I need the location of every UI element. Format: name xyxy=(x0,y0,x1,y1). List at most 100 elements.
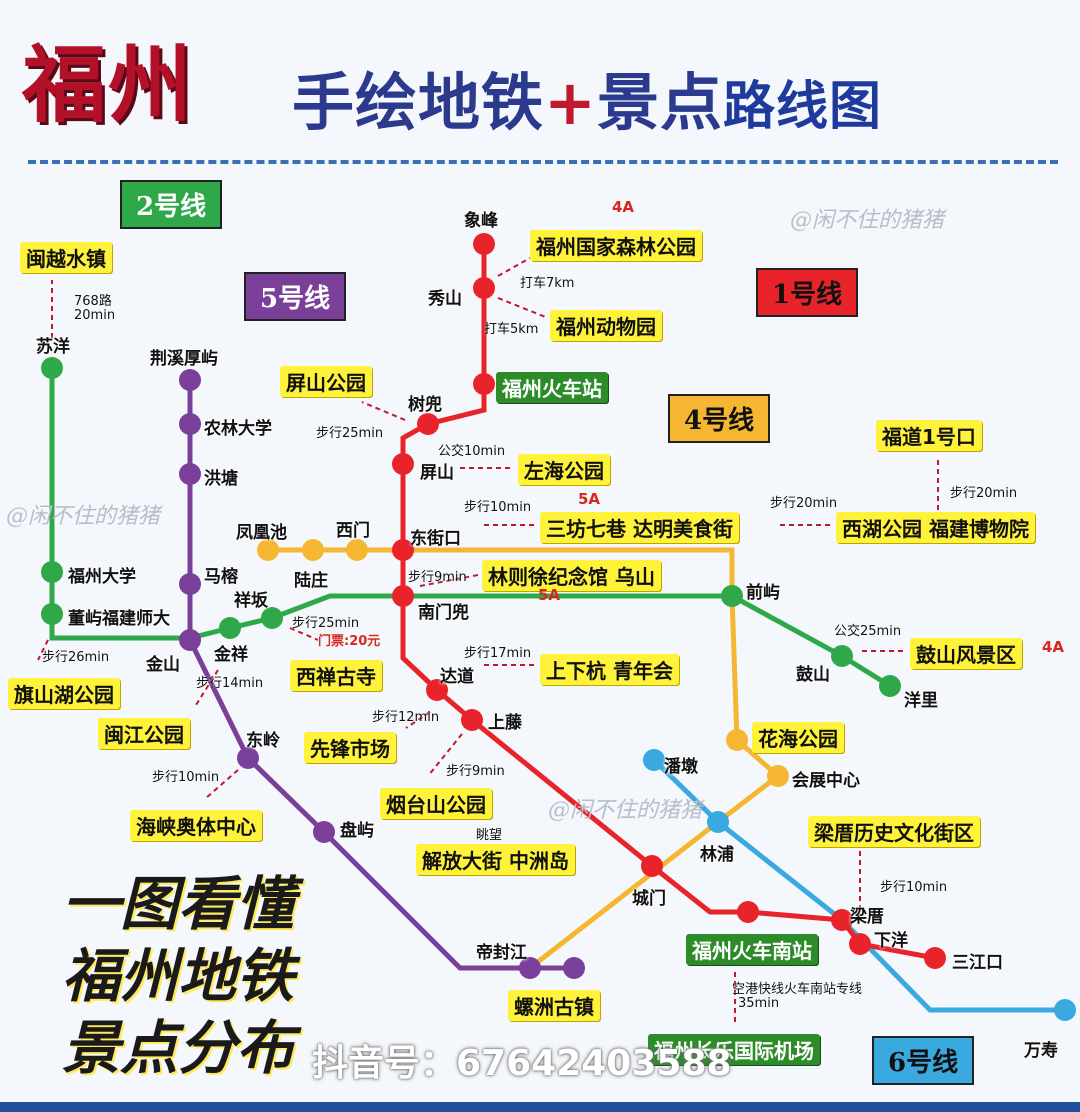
title-divider xyxy=(28,160,1058,164)
spot-xichan: 西禅古寺 xyxy=(290,660,382,691)
watermark-left: @闲不住的猪猪 xyxy=(6,504,161,529)
rating-sanfang: 5A xyxy=(578,490,601,508)
station-label: 梁厝 xyxy=(850,907,884,927)
line-6-track xyxy=(652,758,1065,1013)
note-bus: 公交25min xyxy=(834,624,902,639)
spot-zoo: 福州动物园 xyxy=(550,310,662,341)
stations-line5 xyxy=(179,369,585,979)
note-walk: 步行26min xyxy=(42,650,110,665)
badge-line-5: 5号线 xyxy=(244,272,347,321)
subtitle-part-b: 景点 xyxy=(596,66,723,139)
station-label: 三江口 xyxy=(952,953,1003,973)
station-label: 南门兜 xyxy=(418,603,469,623)
rating-gushan: 4A xyxy=(1042,638,1065,656)
station-label: 东街口 xyxy=(410,529,461,549)
slogan-line-3: 景点分布 xyxy=(62,1014,295,1082)
station-label: 马榕 xyxy=(204,567,238,587)
stations-line6 xyxy=(643,749,1076,1021)
station-label: 东岭 xyxy=(246,731,280,751)
spot-train-station: 福州火车站 xyxy=(496,372,608,403)
douyin-account: 抖音号：67642403588 xyxy=(312,1043,732,1084)
station-label: 洋里 xyxy=(904,691,938,711)
note-walk: 步行10min xyxy=(152,770,220,785)
station-label: 象峰 xyxy=(464,211,498,231)
station-label: 陆庄 xyxy=(294,571,328,591)
bottom-bar xyxy=(0,1102,1080,1112)
spot-xianfeng: 先锋市场 xyxy=(304,732,396,763)
station-label: 秀山 xyxy=(428,289,462,309)
rating-linzexu: 5A xyxy=(538,586,561,604)
note-walk: 步行20min xyxy=(950,486,1018,501)
note-tiaowang: 眺望 xyxy=(476,828,503,843)
spot-xihu: 西湖公园 福建博物院 xyxy=(836,512,1035,543)
line-2-track xyxy=(49,368,892,689)
spot-minjiang: 闽江公园 xyxy=(98,718,190,749)
stations-line4 xyxy=(257,539,789,787)
walk-connectors xyxy=(37,257,939,1024)
note-walk: 步行20min xyxy=(770,496,838,511)
watermark-top: @闲不住的猪猪 xyxy=(790,208,945,233)
spot-linzexu: 林则徐纪念馆 乌山 xyxy=(482,560,661,591)
note-taxi: 打车7km xyxy=(520,276,575,291)
watermark-center: @闲不住的猪猪 xyxy=(548,798,703,823)
note-express-time: 35min xyxy=(738,996,780,1011)
station-label: 金山 xyxy=(146,655,180,675)
station-label: 苏洋 xyxy=(36,337,70,357)
note-ticket: 门票:20元 xyxy=(318,634,381,649)
note-walk: 步行10min xyxy=(464,500,532,515)
spot-fudao: 福道1号口 xyxy=(876,420,982,451)
station-label: 城门 xyxy=(632,889,666,909)
station-label: 洪塘 xyxy=(204,469,238,489)
subtitle-plus: + xyxy=(544,66,597,139)
station-label: 盘屿 xyxy=(340,821,374,841)
badge-line-6: 6号线 xyxy=(872,1036,975,1085)
spot-shangxiahang: 上下杭 青年会 xyxy=(540,654,679,685)
note-walk: 步行10min xyxy=(880,880,948,895)
station-label: 下洋 xyxy=(874,931,908,951)
note-walk: 步行9min xyxy=(408,570,467,585)
spot-jiefang: 解放大街 中洲岛 xyxy=(416,844,575,875)
spot-liangcuo-block: 梁厝历史文化街区 xyxy=(808,816,980,847)
note-walk: 步行25min xyxy=(292,616,360,631)
note-walk: 步行17min xyxy=(464,646,532,661)
map-subtitle: 手绘地铁+景点路线图 xyxy=(292,52,882,142)
note-walk: 步行12min xyxy=(372,710,440,725)
station-label: 董屿福建师大 xyxy=(68,609,170,629)
station-label: 屏山 xyxy=(420,463,454,483)
station-label: 鼓山 xyxy=(796,665,830,685)
station-label: 树兜 xyxy=(408,395,442,415)
note-bus: 768路 xyxy=(74,294,112,309)
spot-pingshan-park: 屏山公园 xyxy=(280,366,372,397)
badge-line-1: 1号线 xyxy=(756,268,859,317)
spot-luozhou: 螺洲古镇 xyxy=(508,990,600,1021)
spot-minyue: 闽越水镇 xyxy=(20,242,112,273)
station-label: 荆溪厚屿 xyxy=(150,349,218,369)
slogan-line-2: 福州地铁 xyxy=(62,942,295,1010)
station-label: 帝封江 xyxy=(476,943,527,963)
spot-yantaishan: 烟台山公园 xyxy=(380,788,492,819)
badge-line-4: 4号线 xyxy=(668,394,771,443)
map-title: 福州 xyxy=(22,35,195,134)
note-taxi: 打车5km xyxy=(484,322,539,337)
station-label: 达道 xyxy=(440,667,474,687)
station-label: 潘墩 xyxy=(664,757,698,777)
badge-line-2: 2号线 xyxy=(120,180,223,229)
note-walk: 步行14min xyxy=(196,676,264,691)
note-walk: 步行9min xyxy=(446,764,505,779)
station-label: 林浦 xyxy=(700,845,734,865)
rating-forest: 4A xyxy=(612,198,635,216)
spot-haixia: 海峡奥体中心 xyxy=(130,810,262,841)
spot-gushan-scenic: 鼓山风景区 xyxy=(910,638,1022,669)
station-label: 前屿 xyxy=(746,583,780,603)
station-label: 西门 xyxy=(336,521,370,541)
spot-qishan: 旗山湖公园 xyxy=(8,678,120,709)
note-bus: 公交10min xyxy=(438,444,506,459)
station-label: 凤凰池 xyxy=(236,523,287,543)
station-label: 金祥 xyxy=(214,645,248,665)
station-label: 祥坂 xyxy=(234,591,268,611)
station-label: 农林大学 xyxy=(204,419,272,439)
spot-airport: 福州长乐国际机场 xyxy=(648,1034,820,1065)
note-express: 空港快线火车南站专线 xyxy=(732,982,863,997)
subtitle-part-c: 路线图 xyxy=(722,77,882,137)
